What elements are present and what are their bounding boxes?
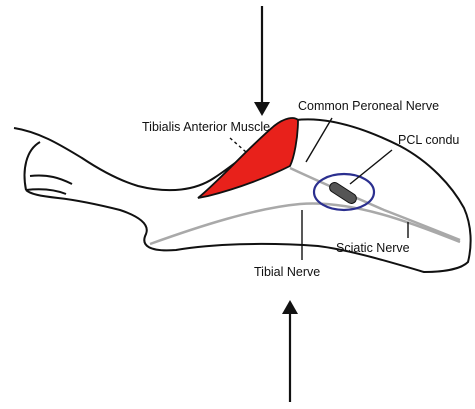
label-tibial-nerve: Tibial Nerve (254, 265, 320, 279)
leader-common-peroneal (306, 118, 332, 162)
toe-back (25, 142, 40, 190)
bottom-pointer-arrowhead (282, 300, 298, 314)
label-common-peroneal-nerve: Common Peroneal Nerve (298, 99, 439, 113)
label-sciatic-nerve: Sciatic Nerve (336, 241, 410, 255)
toe-lower (30, 175, 72, 184)
leader-tibialis-anterior (230, 138, 246, 152)
pcl-conduit-implant (328, 181, 359, 206)
label-pcl-conduit: PCL condu (398, 133, 459, 147)
label-tibialis-anterior-muscle: Tibialis Anterior Muscle (142, 120, 270, 134)
leader-pcl-conduit (350, 150, 392, 184)
top-pointer-arrowhead (254, 102, 270, 116)
tibial-nerve-line (150, 204, 460, 244)
